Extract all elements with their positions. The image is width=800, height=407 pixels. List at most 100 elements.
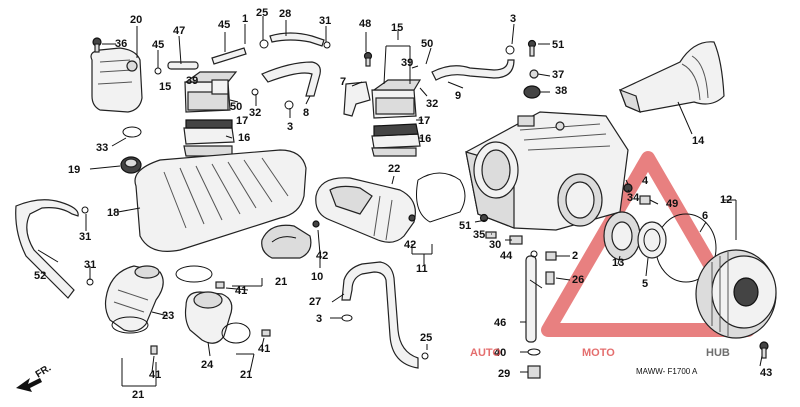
callout-21-bottom: 21 (240, 369, 252, 381)
callout-39-right: 39 (401, 57, 413, 69)
watermark-triangle-logo (541, 151, 755, 337)
gasket-5 (637, 221, 667, 259)
drain-tube-46 (525, 255, 537, 343)
callout-8: 8 (303, 107, 309, 119)
callout-46: 46 (494, 317, 506, 329)
bolt-41-b (261, 329, 271, 337)
front-arrow-icon (16, 378, 42, 392)
callout-15-right: 15 (391, 22, 403, 34)
bolt-48 (363, 51, 373, 67)
callout-32-left: 32 (249, 107, 261, 119)
callout-21-left: 21 (132, 389, 144, 401)
bolt-35 (485, 231, 497, 239)
callout-41-right: 41 (258, 343, 270, 355)
clip-3-mid (284, 100, 294, 110)
hose-47 (167, 61, 199, 70)
screw-43 (759, 341, 769, 359)
clamp-band-42-right (416, 172, 466, 223)
clip-40 (527, 348, 541, 356)
clip-45-left (154, 67, 162, 75)
clip-31-top (323, 41, 331, 49)
callout-26: 26 (572, 274, 584, 286)
resonator-chamber (90, 47, 143, 113)
tube-1 (211, 47, 247, 65)
callout-5: 5 (642, 278, 648, 290)
grommet-19 (120, 156, 142, 174)
callout-44: 44 (500, 250, 513, 262)
callout-28: 28 (279, 8, 291, 20)
callout-7: 7 (340, 76, 346, 88)
callout-31-left: 31 (79, 231, 91, 243)
callout-9: 9 (455, 90, 461, 102)
callout-2: 2 (572, 250, 578, 262)
callout-21-top: 21 (275, 276, 287, 288)
watermark-auto: AUTO (470, 347, 501, 359)
callout-10: 10 (311, 271, 323, 283)
callout-50-left: 50 (230, 101, 242, 113)
joint-13 (603, 211, 641, 261)
callout-42-left: 42 (316, 250, 328, 262)
callout-14: 14 (692, 135, 705, 147)
callout-3-right: 3 (510, 13, 516, 25)
clip-3-bottom (341, 314, 353, 322)
callout-11: 11 (416, 263, 428, 275)
callout-45-top: 45 (218, 19, 230, 31)
callout-43: 43 (760, 367, 772, 379)
callout-22: 22 (388, 163, 400, 175)
grommet-37 (529, 69, 539, 79)
clamp-33 (122, 126, 142, 138)
clip-25-bottom (421, 352, 429, 360)
callout-25-bottom: 25 (420, 332, 432, 344)
clip-31-left (81, 206, 89, 214)
clip-26 (545, 271, 555, 285)
plug-2 (545, 251, 557, 261)
callout-35: 35 (473, 229, 485, 241)
clamp-25-top (259, 39, 269, 49)
callout-4: 4 (642, 175, 649, 187)
callout-33: 33 (96, 142, 108, 154)
callout-3-bottom: 3 (316, 313, 322, 325)
bolt-34 (623, 183, 633, 193)
callout-27: 27 (309, 296, 321, 308)
callout-38: 38 (555, 85, 567, 97)
callout-45-left: 45 (152, 39, 164, 51)
cap-29 (527, 365, 541, 379)
hose-28 (269, 32, 325, 47)
hose-52 (15, 199, 79, 299)
air-filter-element-12 (695, 249, 777, 339)
callout-42-right: 42 (404, 239, 416, 251)
callout-23: 23 (162, 310, 174, 322)
clip-32-left (251, 88, 259, 96)
bolt-42-left (312, 220, 320, 228)
clamp-band-21-bottom (221, 322, 251, 344)
callout-41-bottom: 41 (149, 369, 161, 381)
watermark-moto: MOTO (582, 347, 615, 359)
connecting-tube-22 (315, 177, 416, 243)
bolt-36 (92, 37, 102, 53)
clip-44 (530, 250, 538, 258)
air-cleaner-cover-18 (134, 149, 307, 252)
intake-joint-24 (184, 291, 233, 344)
hose-8 (261, 61, 321, 97)
air-cleaner-housing (465, 111, 629, 231)
front-label: FR. (34, 363, 54, 381)
callout-40: 40 (494, 347, 506, 359)
callout-50-right: 50 (421, 38, 433, 50)
callout-17-left: 17 (236, 115, 248, 127)
solenoid-valve-assembly-right (371, 79, 422, 157)
callout-30: 30 (489, 239, 501, 251)
clamp-band-21-left (111, 316, 149, 334)
callout-16-right: 16 (419, 133, 431, 145)
callout-19: 19 (68, 164, 80, 176)
callout-47: 47 (173, 25, 185, 37)
callout-18: 18 (107, 207, 119, 219)
callout-37: 37 (552, 69, 564, 81)
leader-lines (37, 16, 763, 387)
grommet-38 (523, 85, 541, 99)
callout-6: 6 (702, 210, 708, 222)
callout-51-mid: 51 (459, 220, 471, 232)
callout-20: 20 (130, 14, 142, 26)
callout-39-left: 39 (186, 75, 198, 87)
callout-51-top: 51 (552, 39, 564, 51)
